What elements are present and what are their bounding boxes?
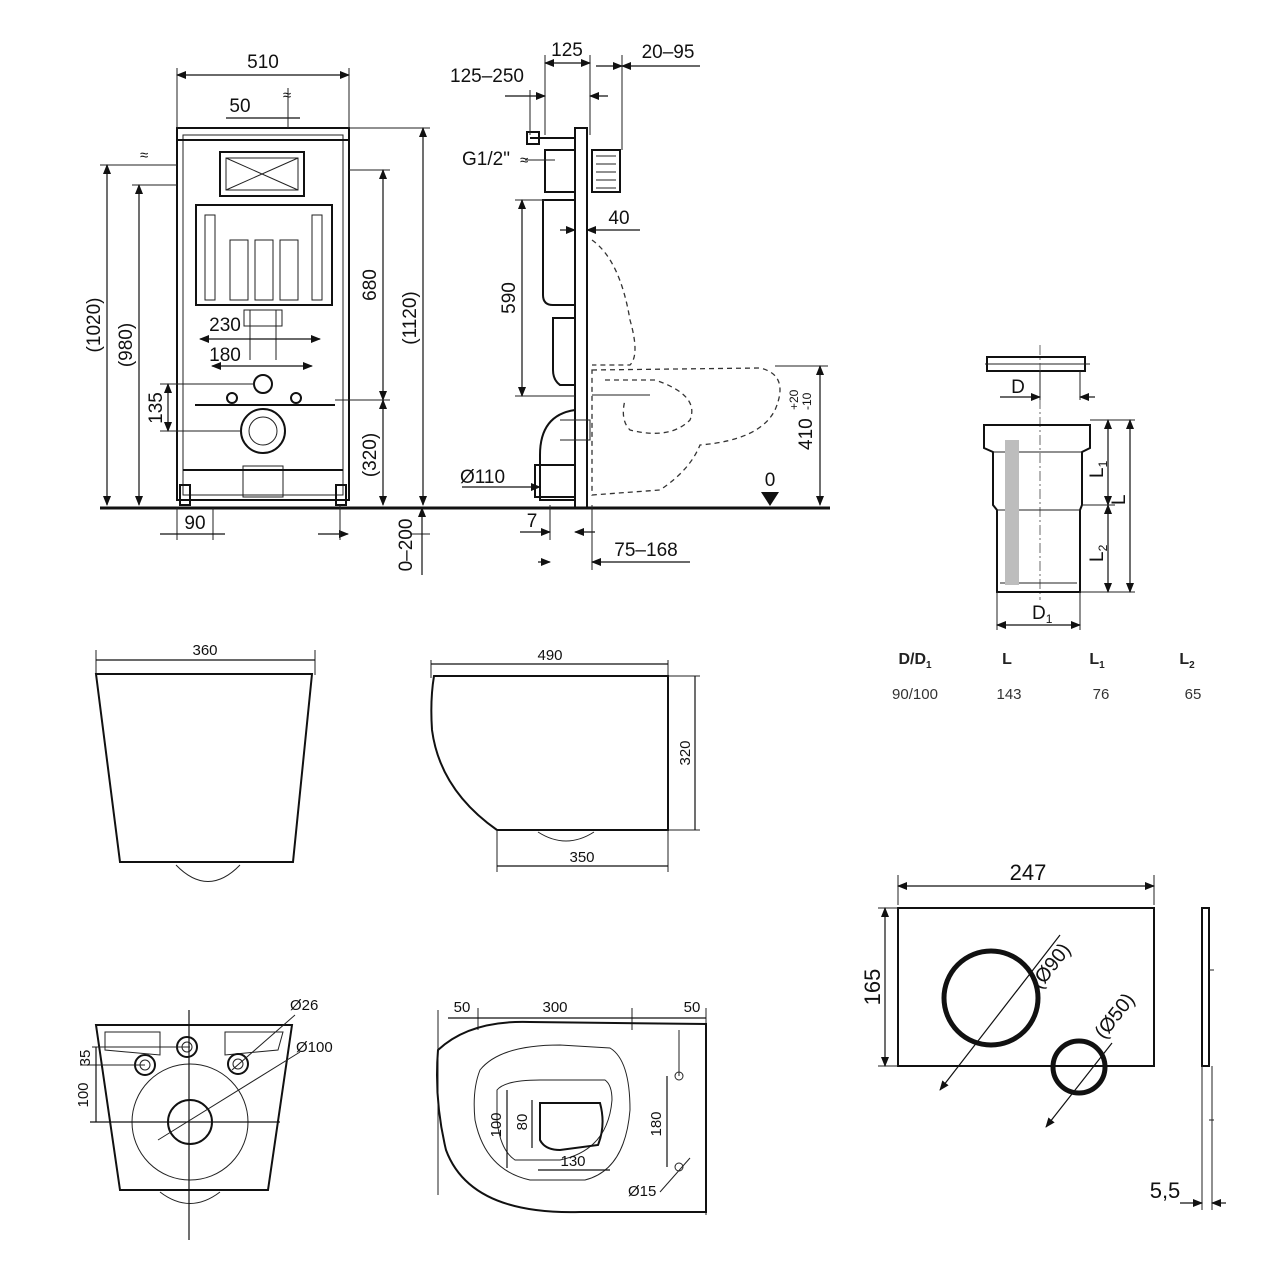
flush-button-small <box>1050 1038 1108 1096</box>
table-cell: 65 <box>1185 686 1202 703</box>
svg-text:≈: ≈ <box>283 87 291 104</box>
dim-top-100: 100 <box>488 1112 505 1137</box>
dim-75-168: 75–168 <box>614 540 677 561</box>
connector-size-table: D/D1 L L1 L2 90/100 143 76 65 <box>892 651 1201 703</box>
label-d100: Ø100 <box>296 1039 333 1056</box>
label-L1: L1 <box>1087 460 1110 478</box>
dim-depth-125-250: 125–250 <box>450 66 524 87</box>
label-big-button: (Ø90) <box>1027 939 1076 993</box>
cistern-body <box>195 204 333 306</box>
label-D1: D1 <box>1032 603 1053 626</box>
table-header-l: L <box>1002 651 1012 668</box>
label-D: D <box>1011 377 1025 398</box>
dim-seat-tol-plus: +20 <box>787 389 801 410</box>
flush-window <box>219 151 305 197</box>
bowl-back-outline <box>94 1024 294 1191</box>
dim-foot-90: 90 <box>184 513 205 534</box>
dim-plate-width: 247 <box>1010 860 1047 885</box>
pipe-connector-body <box>983 424 1091 593</box>
dim-height-1020: (1020) <box>84 298 105 353</box>
bowl-side-outline <box>430 675 669 831</box>
label-zero: 0 <box>765 470 776 491</box>
toilet-outline-dashed <box>591 239 781 496</box>
dim-bowl-height: 320 <box>677 740 694 765</box>
frame-side-view: 125 125–250 20–95 G1/2" ≈ 40 590 Ø110 7 <box>450 40 828 570</box>
zero-marker-icon <box>761 492 779 506</box>
label-L2: L2 <box>1087 544 1110 562</box>
dim-back-35: 35 <box>77 1050 94 1067</box>
label-inlet: G1/2" <box>462 149 510 170</box>
dim-plate-thickness: 5,5 <box>1150 1178 1181 1203</box>
dim-seat-tol-minus: -10 <box>800 392 814 410</box>
table-header-l2: L2 <box>1179 651 1195 671</box>
dim-depth-20-95: 20–95 <box>642 42 695 63</box>
flush-box <box>591 149 621 193</box>
dim-height-680: 680 <box>360 269 381 301</box>
bowl-front-outline <box>94 673 314 863</box>
dim-height-590: 590 <box>499 282 520 314</box>
dim-bowl-length: 490 <box>537 647 562 664</box>
dim-depth-125: 125 <box>551 40 583 61</box>
dim-bowl-width: 360 <box>192 642 217 659</box>
bowl-side-view: 490 320 350 <box>430 647 700 872</box>
dim-top-130: 130 <box>560 1153 585 1170</box>
flush-plate: 247 165 (Ø90) (Ø50) 5,5 <box>860 860 1226 1210</box>
dim-bowl-base: 350 <box>569 849 594 866</box>
dim-offset-top: 50 <box>229 96 250 117</box>
svg-text:≈: ≈ <box>520 152 528 169</box>
table-cell: 76 <box>1093 686 1110 703</box>
label-L: L <box>1109 494 1130 505</box>
dim-height-320: (320) <box>360 433 381 477</box>
label-small-button: (Ø50) <box>1091 989 1140 1043</box>
frame-front-view: 510 50 ≈ 230 180 ≈ (1020) (980) 135 680 … <box>84 52 430 575</box>
table-cell: 143 <box>996 686 1021 703</box>
dim-7: 7 <box>527 511 538 532</box>
dim-frame-width: 510 <box>247 52 279 73</box>
flush-button-large <box>941 948 1041 1048</box>
dim-seat-height: 410 <box>796 418 817 450</box>
dim-40: 40 <box>608 208 629 229</box>
outlet-bend <box>539 408 576 501</box>
dim-inner-230: 230 <box>209 315 241 336</box>
bowl-rim-opening <box>539 1102 604 1152</box>
cistern-profile <box>542 199 576 306</box>
dim-inner-180: 180 <box>209 345 241 366</box>
frame-outline <box>176 127 350 501</box>
label-d15: Ø15 <box>628 1183 656 1200</box>
frame-upright <box>574 127 588 509</box>
outlet-elbow <box>240 408 286 454</box>
bowl-back-view: Ø26 Ø100 35 100 <box>75 997 333 1240</box>
dim-back-100: 100 <box>75 1082 92 1107</box>
table-header-l1: L1 <box>1089 651 1105 671</box>
label-d26: Ø26 <box>290 997 318 1014</box>
dim-top-300: 300 <box>542 999 567 1016</box>
dim-height-1120: (1120) <box>400 291 421 345</box>
bowl-front-view: 360 <box>94 642 316 882</box>
dim-adjust-0-200: 0–200 <box>396 519 417 572</box>
table-cell: 90/100 <box>892 686 938 703</box>
flush-plate-side <box>1201 907 1210 1067</box>
dim-plate-height: 165 <box>860 969 885 1006</box>
pipe-connector-detail: D L1 L L2 D1 D/D1 L L1 L2 <box>892 345 1201 703</box>
dim-height-980: (980) <box>116 323 137 367</box>
table-header-d-d1: D/D1 <box>898 651 932 671</box>
bowl-top-view: 50 300 50 80 100 130 180 Ø15 <box>436 999 707 1215</box>
dim-top-50a: 50 <box>454 999 471 1016</box>
svg-text:≈: ≈ <box>140 147 148 164</box>
label-pipe-110: Ø110 <box>460 467 505 488</box>
dim-top-180: 180 <box>648 1111 665 1136</box>
flush-plate-front <box>897 907 1155 1067</box>
bowl-top-outline <box>436 1020 707 1214</box>
dim-top-80: 80 <box>514 1114 531 1131</box>
dim-height-135: 135 <box>146 392 167 424</box>
dim-top-50b: 50 <box>684 999 701 1016</box>
